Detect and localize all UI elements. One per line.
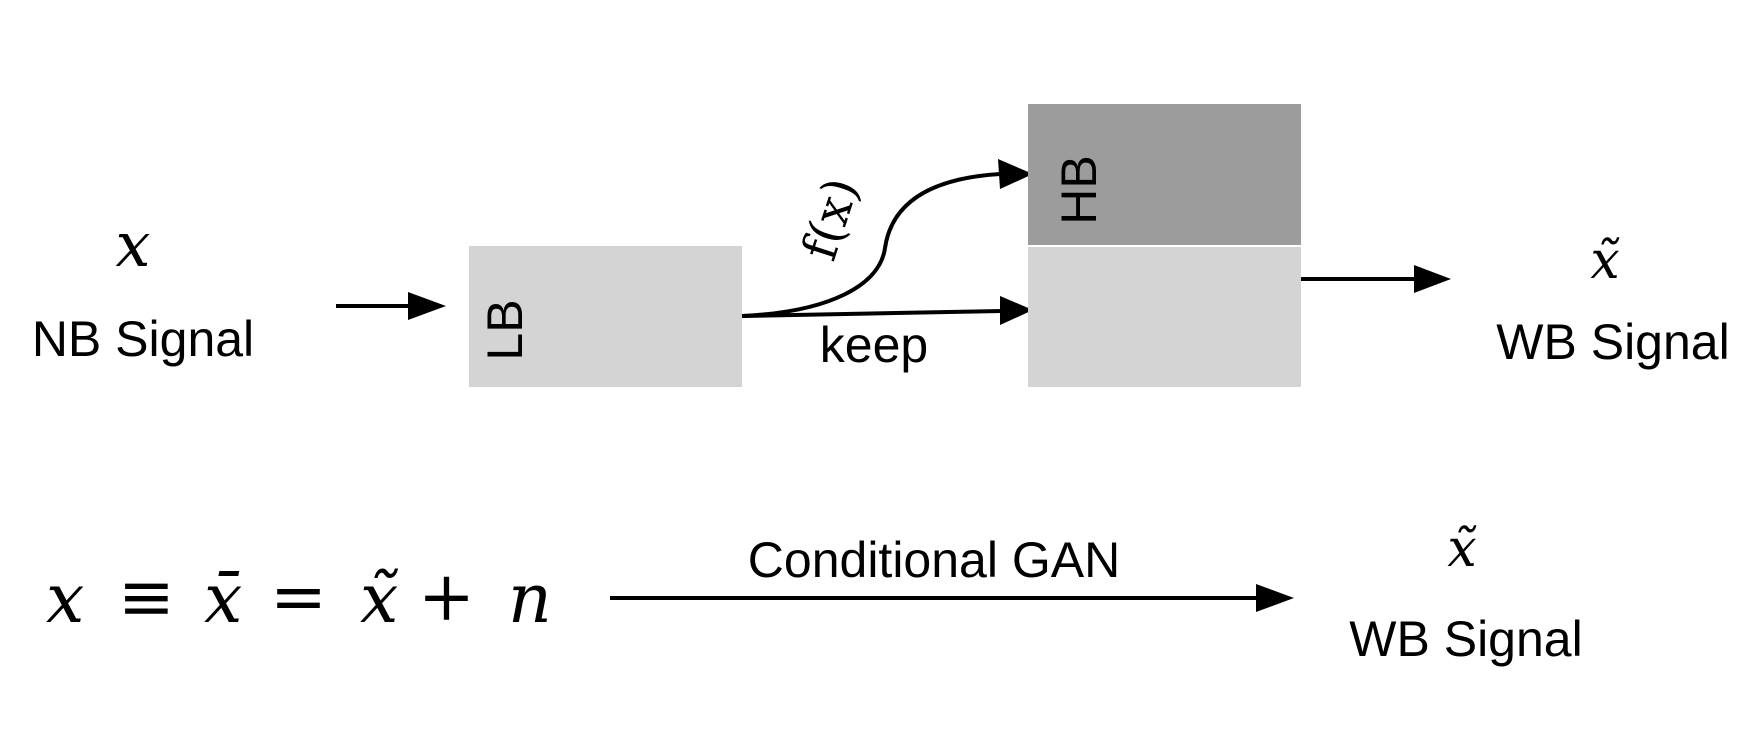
gan-label: Conditional GAN xyxy=(748,532,1120,588)
output-symbol: x̃ xyxy=(1590,231,1620,291)
input-arrow xyxy=(336,292,446,320)
hb-box xyxy=(1028,104,1301,245)
output-label: WB Signal xyxy=(1496,314,1729,370)
input-symbol: x xyxy=(116,208,151,281)
equation-equals: = xyxy=(270,558,327,637)
gan-arrow xyxy=(610,584,1294,612)
keep-label: keep xyxy=(820,317,928,373)
equation-plus: + xyxy=(418,558,475,637)
lb-box xyxy=(469,246,742,387)
bottom-output-symbol: x̃ xyxy=(1447,519,1477,579)
mapping-arrow xyxy=(741,159,1033,318)
bottom-output-label: WB Signal xyxy=(1349,611,1582,667)
input-label: NB Signal xyxy=(32,311,254,367)
hb-label: HB xyxy=(1051,155,1107,224)
keep-arrow xyxy=(741,296,1033,325)
combined-lb-box xyxy=(1028,247,1301,387)
equation-equiv: ≡ xyxy=(118,558,175,637)
equation-xtilde: x̃ xyxy=(360,560,399,639)
lb-label: LB xyxy=(477,299,533,360)
mapping-label: f(x) xyxy=(791,171,870,267)
output-arrow xyxy=(1301,265,1451,293)
equation-lhs: x xyxy=(46,560,84,639)
equation-xbar: x̄ xyxy=(204,560,242,639)
equation: x ≡ x̄ = x̃ + n xyxy=(46,558,552,639)
equation-noise: n xyxy=(508,560,552,639)
